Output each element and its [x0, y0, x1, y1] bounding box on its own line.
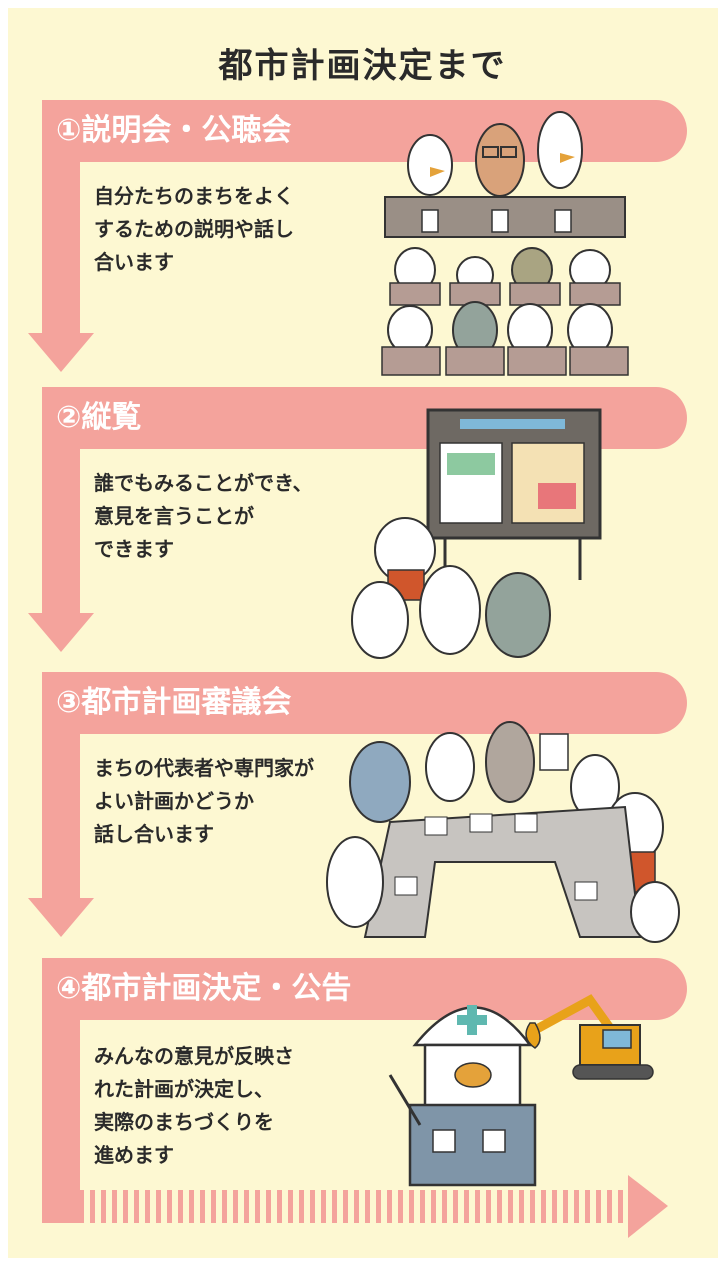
page-title: 都市計画決定まで	[218, 46, 507, 86]
description-line: できます	[94, 537, 174, 561]
step-1-arrow-shaft	[42, 150, 80, 335]
construction-worker-illustration	[388, 994, 654, 1187]
bulletin-board-illustration	[351, 408, 602, 659]
step-1-description: 自分たちのまちをよく するための説明や話し 合います	[94, 180, 294, 279]
meeting-hall-illustration	[381, 111, 629, 376]
council-meeting-illustration	[326, 721, 680, 943]
description-line: 実際のまちづくりを	[94, 1110, 274, 1134]
step-4-arrow-shaft	[42, 1008, 80, 1223]
step-3-banner	[42, 672, 687, 734]
description-line: するための説明や話し	[94, 217, 294, 241]
description-line: 誰でもみることができ、	[94, 471, 313, 495]
step-2-label: ②縦覧	[56, 400, 142, 435]
description-line: まちの代表者や専門家が	[94, 756, 314, 780]
description-line: みんなの意見が反映さ	[94, 1044, 294, 1068]
step-3-arrow-shaft	[42, 722, 80, 900]
step-1-label: ①説明会・公聴会	[56, 113, 292, 148]
description-line: 意見を言うことが	[94, 504, 254, 528]
description-line: 合います	[94, 250, 174, 274]
step-2-arrow-shaft	[42, 437, 80, 615]
step-4-label: ④都市計画決定・公告	[56, 971, 352, 1006]
step-3-description: まちの代表者や専門家が よい計画かどうか 話し合います	[94, 752, 314, 851]
description-line: 話し合います	[94, 822, 214, 846]
description-line: れた計画が決定し、	[94, 1077, 274, 1101]
description-line: 進めます	[94, 1143, 174, 1167]
step-3-label: ③都市計画審議会	[56, 685, 292, 720]
description-line: 自分たちのまちをよく	[94, 184, 294, 208]
step-2-description: 誰でもみることができ、 意見を言うことが できます	[94, 467, 313, 566]
step-4-description: みんなの意見が反映さ れた計画が決定し、 実際のまちづくりを 進めます	[94, 1040, 294, 1172]
description-line: よい計画かどうか	[94, 789, 254, 813]
